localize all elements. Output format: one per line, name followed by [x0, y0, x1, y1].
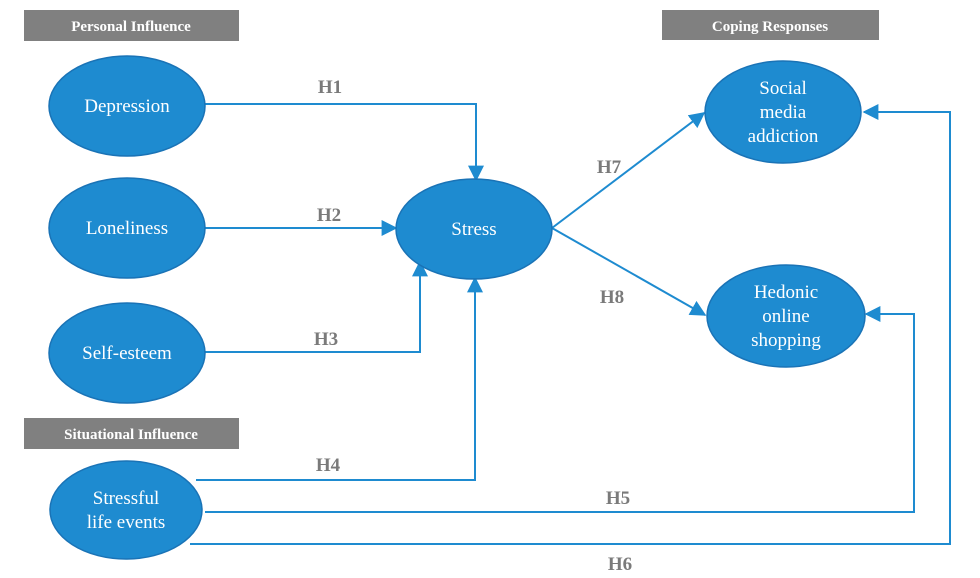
edge-label-h4: H4	[316, 455, 341, 476]
edge-labels: H1 H2 H3 H4 H5 H6 H7 H8	[314, 77, 632, 575]
node-label-line: shopping	[751, 330, 821, 351]
node-label-depression: Depression	[84, 96, 170, 117]
group-label-personal: Personal Influence	[71, 19, 191, 35]
edge-label-h8: H8	[600, 287, 624, 308]
edge-h3	[205, 260, 428, 353]
edge-label-h1: H1	[318, 77, 342, 98]
node-label-line: addiction	[748, 126, 819, 147]
node-label-stress: Stress	[451, 219, 496, 240]
node-label-line: Social	[759, 78, 807, 99]
node-label-line: Loneliness	[86, 218, 168, 239]
group-personal-influence: Personal Influence	[24, 10, 239, 41]
edge-label-h7: H7	[597, 157, 622, 178]
edge-h5	[205, 306, 915, 513]
node-loneliness: Loneliness	[48, 177, 206, 279]
node-self-esteem: Self-esteem	[48, 302, 206, 404]
node-label-line: Hedonic	[754, 282, 818, 303]
edge-h1	[205, 103, 484, 182]
node-stress: Stress	[395, 178, 553, 280]
node-label-line: life events	[87, 512, 166, 533]
node-label-line: media	[760, 102, 807, 123]
node-label-line: Stress	[451, 219, 496, 240]
node-label-line: online	[762, 306, 810, 327]
node-label-line: Depression	[84, 96, 170, 117]
node-social-media-addiction: Social media addiction	[704, 60, 862, 164]
node-label-line: Self-esteem	[82, 343, 172, 364]
edge-h4	[196, 276, 483, 481]
node-depression: Depression	[48, 55, 206, 157]
edge-label-h6: H6	[608, 554, 632, 575]
edge-label-h3: H3	[314, 329, 338, 350]
edge-h7	[551, 112, 706, 229]
group-label-situational: Situational Influence	[64, 427, 198, 443]
edge-h6	[190, 104, 951, 545]
node-label-loneliness: Loneliness	[86, 218, 168, 239]
group-label-coping: Coping Responses	[712, 19, 828, 35]
node-stressful-life-events: Stressful life events	[49, 460, 203, 560]
node-label-self-esteem: Self-esteem	[82, 343, 172, 364]
edge-h8	[551, 227, 707, 316]
node-label-line: Stressful	[93, 488, 160, 509]
edge-label-h2: H2	[317, 205, 341, 226]
group-situational-influence: Situational Influence	[24, 418, 239, 449]
group-coping-responses: Coping Responses	[662, 10, 879, 40]
edge-label-h5: H5	[606, 488, 630, 509]
node-label-hedonic-online-shopping: Hedonic online shopping	[751, 282, 821, 351]
node-label-social-media-addiction: Social media addiction	[748, 78, 819, 147]
node-label-stressful-life-events: Stressful life events	[87, 488, 166, 533]
node-hedonic-online-shopping: Hedonic online shopping	[706, 264, 866, 368]
